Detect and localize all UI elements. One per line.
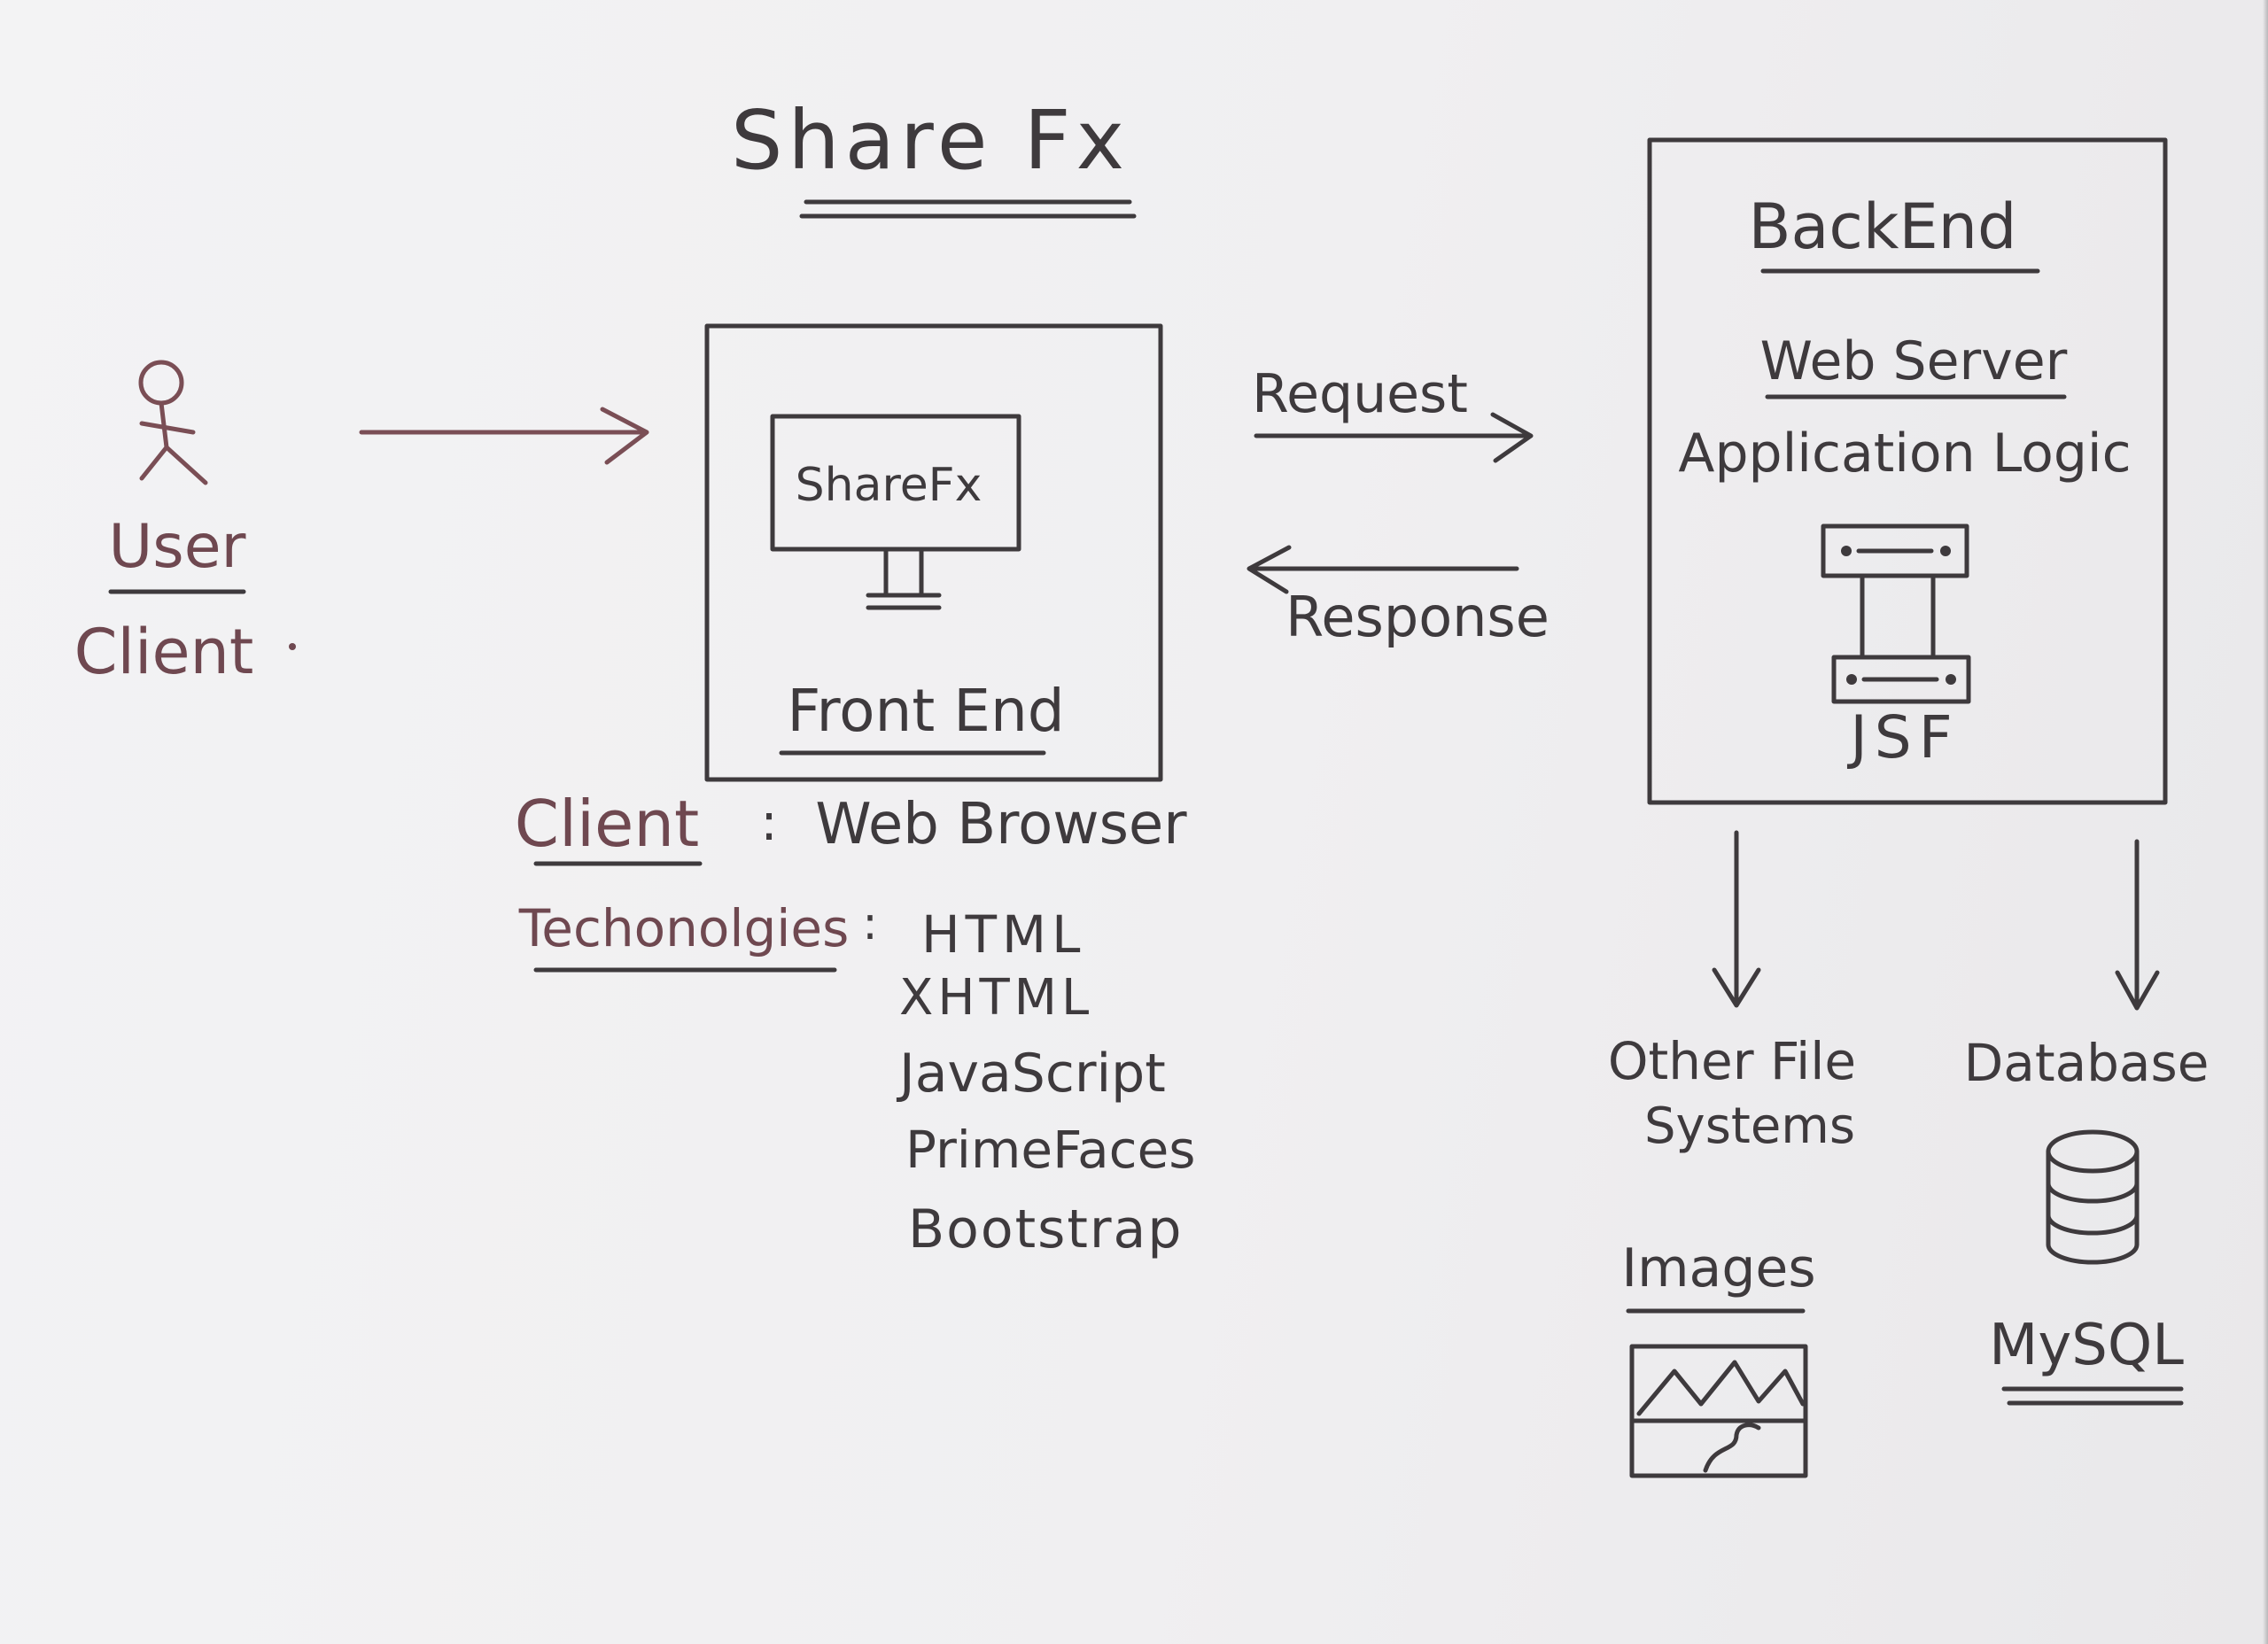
- client-label: Client: [74, 616, 254, 688]
- client-web-value: Web Browser: [815, 792, 1187, 857]
- jsf-label: JSF: [1846, 703, 1959, 772]
- tech-item-html: HTML: [921, 904, 1085, 965]
- user-to-frontend-arrow: [359, 407, 649, 465]
- database-cylinder-icon: [2046, 1129, 2140, 1265]
- backend-to-files-arrow: [1712, 830, 1761, 1008]
- image-picture-icon: [1629, 1344, 1808, 1478]
- database-label: Database: [1964, 1033, 2210, 1093]
- client-colon: :: [760, 792, 778, 852]
- other-file-systems-label-line2: Systems: [1644, 1097, 1855, 1155]
- frontend-label: Front End: [787, 677, 1064, 745]
- user-stick-figure-icon: [138, 360, 208, 485]
- diagram-title: Share Fx: [731, 93, 1130, 188]
- tech-item-javascript: JavaScript: [896, 1043, 1166, 1105]
- tech-item-primefaces: PrimeFaces: [905, 1120, 1195, 1180]
- backend-to-database-arrow: [2115, 839, 2160, 1011]
- client-web-label: Client: [515, 787, 699, 861]
- response-arrow: [1247, 545, 1519, 594]
- monitor-icon: [770, 414, 1021, 610]
- request-arrow: [1254, 412, 1534, 463]
- technologies-colon: :: [862, 897, 878, 950]
- request-label: Request: [1252, 363, 1468, 425]
- frontend-box: [704, 323, 1163, 782]
- backend-box: [1647, 137, 2168, 805]
- monitor-screen-text: ShareFx: [796, 459, 983, 512]
- client-dot: [289, 643, 296, 650]
- tech-item-xhtml: XHTML: [899, 969, 1093, 1027]
- mysql-label: MySQL: [1989, 1313, 2184, 1378]
- web-server-label: Web Server: [1760, 330, 2068, 392]
- tech-item-bootstrap: Bootstrap: [908, 1198, 1183, 1260]
- backend-label: BackEnd: [1749, 190, 2017, 263]
- images-label: Images: [1621, 1237, 1815, 1299]
- application-logic-label: Application Logic: [1678, 423, 2131, 485]
- user-label: User: [109, 512, 246, 582]
- other-file-systems-label-line1: Other File: [1608, 1031, 1856, 1091]
- response-label: Response: [1285, 585, 1550, 649]
- server-rack-icon: [1821, 523, 1971, 704]
- technologies-label: Techonolgies: [518, 898, 850, 958]
